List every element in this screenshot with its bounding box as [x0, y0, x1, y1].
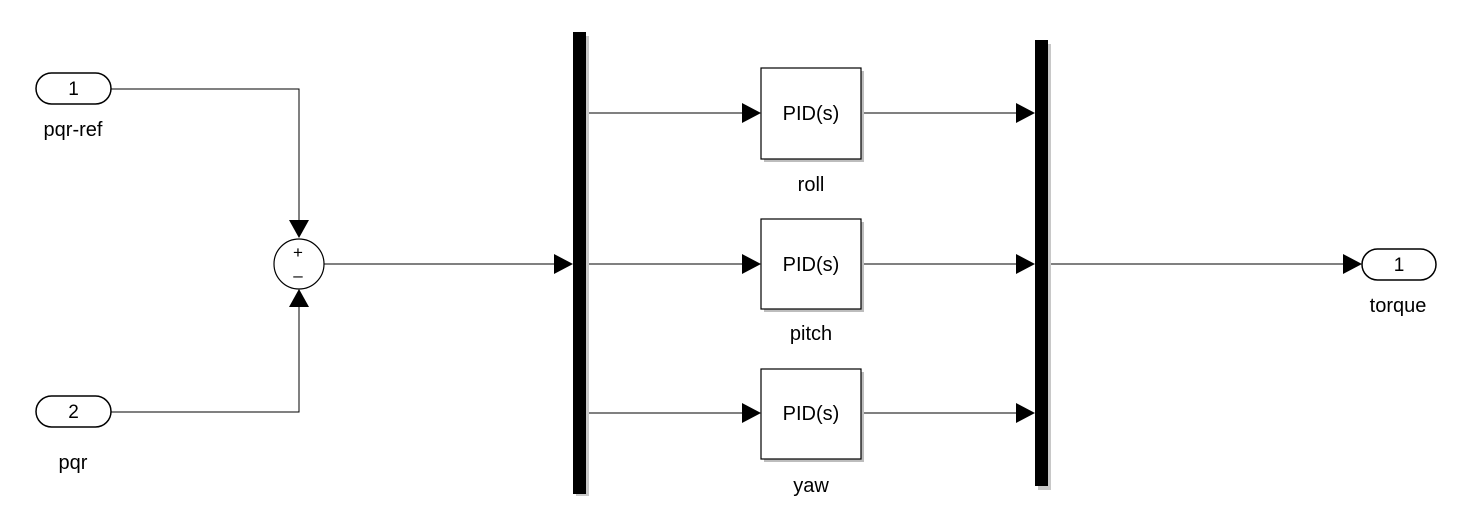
inport-shape — [35, 395, 112, 428]
arrowheads — [289, 103, 1362, 423]
sum-sign-plus: + — [293, 243, 303, 262]
inport-shape — [35, 72, 112, 105]
arrowhead-mux-in-2 — [1016, 254, 1035, 274]
mux-bar — [1035, 40, 1048, 486]
outport-label: torque — [1370, 295, 1427, 317]
pid-block-pitch[interactable]: PID(s) pitch — [760, 218, 864, 345]
demux-block[interactable] — [573, 32, 589, 496]
inport-pqr-ref[interactable]: 1 pqr-ref — [35, 72, 112, 141]
demux-bar — [573, 32, 586, 494]
arrowhead-roll-in — [742, 103, 761, 123]
sum-sign-minus: – — [293, 266, 303, 285]
inport-number: 1 — [68, 79, 79, 100]
pid-box — [760, 218, 862, 310]
arrowhead-mux-in-3 — [1016, 403, 1035, 423]
outport-torque[interactable]: 1 torque — [1361, 248, 1437, 317]
pid-text: PID(s) — [783, 403, 840, 425]
pid-box — [760, 368, 862, 460]
inport-label: pqr-ref — [44, 119, 103, 141]
pid-block-yaw[interactable]: PID(s) yaw — [760, 368, 864, 497]
pid-label: yaw — [793, 475, 829, 497]
arrowhead-mux-in-1 — [1016, 103, 1035, 123]
sum-block[interactable]: + – — [273, 238, 325, 290]
wire-pqr-to-sum[interactable] — [111, 298, 300, 413]
arrowhead-pitch-in — [742, 254, 761, 274]
arrowhead-sum-top — [289, 220, 309, 238]
pid-label: roll — [798, 174, 825, 196]
inport-label: pqr — [59, 452, 88, 474]
signal-lines — [111, 88, 1346, 414]
outport-shape — [1361, 248, 1437, 281]
arrowhead-yaw-in — [742, 403, 761, 423]
arrowhead-sum-bottom — [289, 289, 309, 307]
pid-text: PID(s) — [783, 103, 840, 125]
pid-label: pitch — [790, 323, 832, 345]
arrowhead-torque-in — [1343, 254, 1362, 274]
wire-pqr-ref-to-sum[interactable] — [111, 88, 300, 222]
mux-block[interactable] — [1035, 40, 1051, 490]
arrowhead-demux-in — [554, 254, 573, 274]
inport-number: 2 — [68, 402, 79, 423]
sum-circle — [273, 238, 325, 290]
inport-pqr[interactable]: 2 pqr — [35, 395, 112, 474]
pid-text: PID(s) — [783, 254, 840, 276]
outport-number: 1 — [1394, 255, 1405, 276]
pid-box — [760, 67, 862, 160]
pid-block-roll[interactable]: PID(s) roll — [760, 67, 864, 196]
